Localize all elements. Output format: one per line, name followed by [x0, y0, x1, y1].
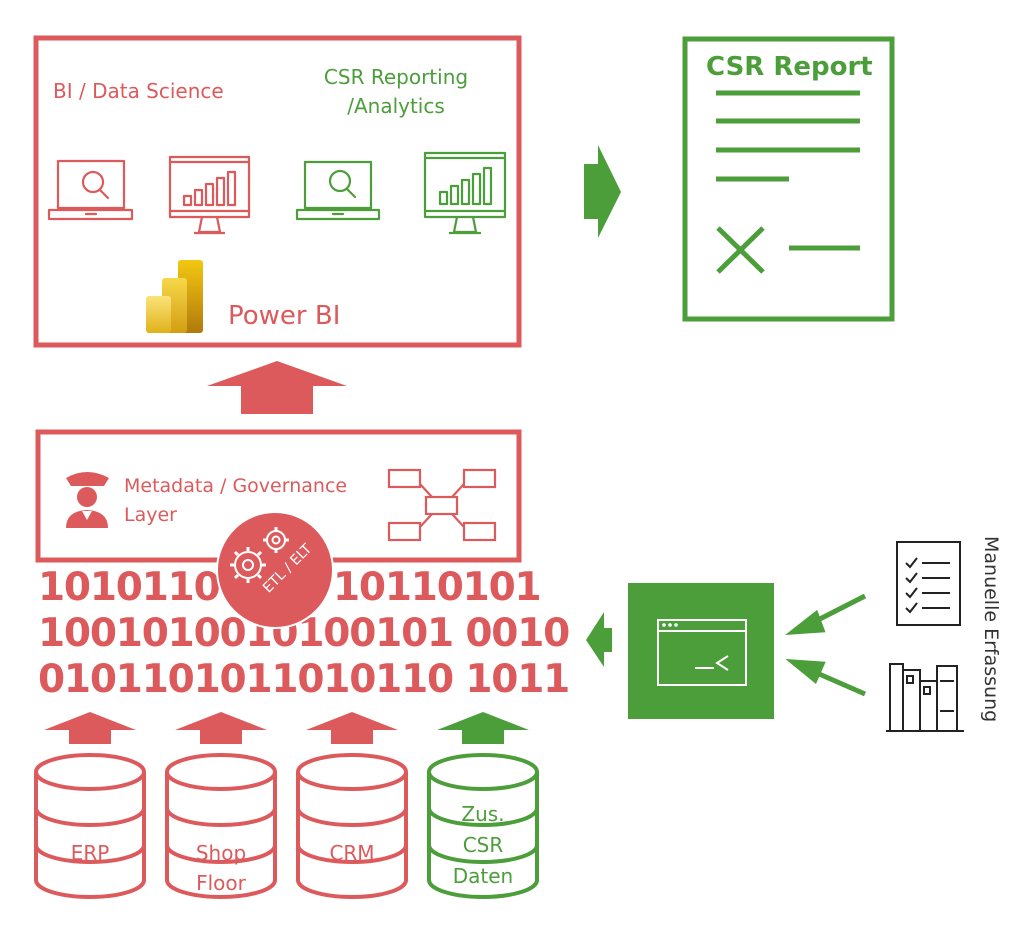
- arrow-erp-up: [44, 712, 136, 744]
- database-csr-icon: [427, 753, 539, 899]
- source-erp-label: ERP: [70, 841, 110, 865]
- binary-row-3: 0101101011010110 1011: [38, 657, 570, 702]
- monitor-chart-icon: [168, 155, 251, 235]
- checklist-icon: [896, 541, 961, 626]
- binary-row-1-right: 10110101: [333, 565, 542, 610]
- database-shopfloor-icon: [165, 753, 277, 899]
- governance-label-line2: Layer: [124, 504, 177, 526]
- arrow-csr-up: [437, 712, 529, 744]
- manual-entry-label: Manuelle Erfassung: [980, 536, 1002, 723]
- power-bi-label: Power BI: [228, 301, 341, 331]
- arrow-manual-to-data-shaft: [604, 628, 612, 652]
- arrow-from-binders: [785, 658, 866, 697]
- arrow-to-report: [584, 145, 621, 238]
- database-crm-icon: [296, 753, 408, 899]
- binary-row-1-left: 10101101: [38, 565, 247, 610]
- police-officer-icon: [66, 472, 109, 528]
- binary-row-2: 1001010010100101 0010: [38, 611, 570, 656]
- source-crm-label: CRM: [329, 841, 375, 865]
- monitor-chart-icon: [423, 151, 507, 235]
- document-lines-icon: [716, 90, 860, 182]
- arrow-manual-to-data: [586, 612, 604, 667]
- bi-data-science-label: BI / Data Science: [53, 79, 224, 103]
- arrow-from-checklist: [785, 593, 867, 636]
- source-csr-label-3: Daten: [452, 864, 514, 888]
- laptop-search-icon: [295, 160, 381, 221]
- bi-layer-box: [33, 35, 522, 348]
- source-csr-label-2: CSR: [462, 833, 504, 857]
- arrow-crm-up: [306, 712, 398, 744]
- source-shopfloor-label-1: Shop: [195, 841, 247, 865]
- source-csr-label-1: Zus.: [461, 802, 505, 826]
- arrow-up-to-bi: [207, 361, 347, 414]
- laptop-search-icon: [47, 159, 134, 221]
- binders-icon: [886, 663, 964, 732]
- arrow-shopfloor-up: [175, 712, 267, 744]
- report-title: CSR Report: [706, 52, 873, 82]
- terminal-window-box: [628, 583, 774, 719]
- database-erp-icon: [34, 753, 146, 899]
- governance-label-line1: Metadata / Governance: [124, 475, 348, 497]
- signature-x-icon: [716, 226, 860, 274]
- source-shopfloor-label-2: Floor: [196, 871, 246, 895]
- csr-analytics-label: /Analytics: [347, 94, 445, 118]
- csr-reporting-label: CSR Reporting: [323, 65, 469, 89]
- csr-report-document: [682, 36, 895, 322]
- terminal-window-icon: [657, 619, 747, 686]
- data-model-icon: [387, 468, 497, 542]
- power-bi-logo: [146, 260, 203, 333]
